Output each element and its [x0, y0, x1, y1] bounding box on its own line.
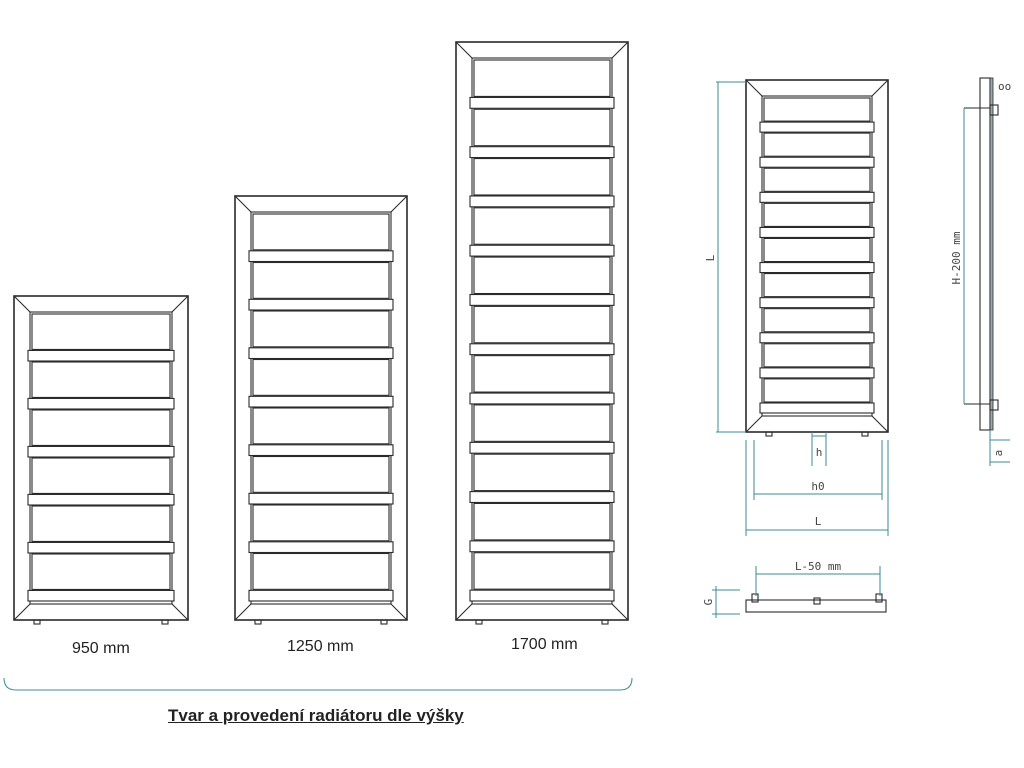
radiator-bar — [469, 293, 615, 306]
top-width-label: L-50 mm — [795, 560, 842, 573]
radiator-panel — [252, 552, 390, 590]
radiator-panel — [763, 308, 871, 333]
radiator-bar — [759, 367, 875, 379]
radiator-bar — [248, 444, 394, 457]
radiator-bar — [759, 121, 875, 133]
radiator-bar — [248, 395, 394, 408]
radiator-panel — [252, 213, 390, 251]
radiator-bar — [469, 96, 615, 109]
radiator-panel — [763, 343, 871, 368]
radiator-bar — [469, 392, 615, 405]
radiator-bar — [27, 349, 175, 362]
radiator-panel — [252, 504, 390, 542]
radiator-bar — [248, 298, 394, 311]
radiator-size-label: 1250 mm — [287, 638, 354, 655]
radiator-bar — [248, 250, 394, 263]
side-view: H-200 mm a oo — [950, 77, 1011, 466]
radiator-bar — [248, 589, 394, 602]
radiator-panel — [252, 310, 390, 348]
radiator-panel — [31, 553, 171, 590]
radiator-bar — [469, 244, 615, 257]
radiator-panel — [31, 457, 171, 494]
radiator-bar — [27, 397, 175, 410]
radiator-bar — [759, 402, 875, 414]
radiator-panel — [252, 358, 390, 396]
radiator-bar — [759, 191, 875, 203]
radiator-panel — [473, 108, 611, 147]
radiator-bar — [759, 297, 875, 309]
detail-radiator — [745, 79, 889, 437]
radiator-bar — [759, 156, 875, 168]
radiator-panel — [763, 97, 871, 122]
side-height-label: H-200 mm — [950, 231, 963, 284]
front-h-label: h — [816, 446, 823, 459]
radiator-panel — [252, 455, 390, 493]
radiator-bar — [469, 343, 615, 356]
radiator-bar — [248, 492, 394, 505]
radiator-bar — [759, 332, 875, 344]
radiator-panel — [473, 552, 611, 590]
radiator-bar — [27, 541, 175, 554]
radiator-panel — [763, 273, 871, 298]
radiator-group — [13, 41, 629, 625]
radiator-panel — [473, 305, 611, 344]
radiator-bar — [27, 445, 175, 458]
radiator-bar — [248, 541, 394, 554]
radiator-panel — [473, 207, 611, 245]
radiator-1700 — [455, 41, 629, 625]
radiator-bar — [27, 493, 175, 506]
radiator-panel — [31, 313, 171, 350]
front-h0-label: h0 — [811, 480, 824, 493]
radiator-panel — [763, 237, 871, 263]
radiator-size-label: 1700 mm — [511, 636, 578, 653]
radiator-bar — [469, 146, 615, 159]
radiator-bar — [469, 441, 615, 454]
side-mount-mark: oo — [998, 80, 1011, 93]
radiator-bar — [469, 195, 615, 208]
radiator-panel — [473, 157, 611, 196]
radiator-panel — [473, 404, 611, 442]
radiator-950 — [13, 295, 189, 625]
diagram-caption: Tvar a provedení radiátoru dle výšky — [168, 706, 464, 725]
front-height-label: L — [704, 254, 717, 261]
top-view: L-50 mm G — [702, 560, 887, 618]
side-depth-label: a — [992, 450, 1005, 457]
radiator-panel — [763, 132, 871, 157]
radiator-panel — [252, 407, 390, 445]
radiator-bar — [248, 347, 394, 360]
radiator-panel — [31, 361, 171, 398]
radiator-panel — [31, 505, 171, 542]
radiator-panel — [473, 502, 611, 541]
radiator-panel — [473, 453, 611, 492]
front-width-label: L — [815, 515, 822, 528]
radiator-panel — [763, 202, 871, 227]
radiator-panel — [473, 59, 611, 97]
radiator-bar — [27, 589, 175, 602]
radiator-bar — [469, 589, 615, 602]
radiator-panel — [763, 167, 871, 192]
group-brace — [3, 677, 633, 691]
radiator-panel — [473, 256, 611, 295]
radiator-1250 — [234, 195, 408, 625]
radiator-panel — [473, 355, 611, 393]
top-depth-label: G — [702, 599, 715, 606]
radiator-panel — [252, 261, 390, 299]
radiator-panel — [763, 378, 871, 403]
radiator-panel — [31, 409, 171, 446]
radiator-bar — [759, 226, 875, 238]
radiator-bar — [469, 540, 615, 553]
radiator-bar — [469, 491, 615, 504]
radiator-bar — [759, 262, 875, 274]
radiator-size-label: 950 mm — [72, 640, 130, 657]
